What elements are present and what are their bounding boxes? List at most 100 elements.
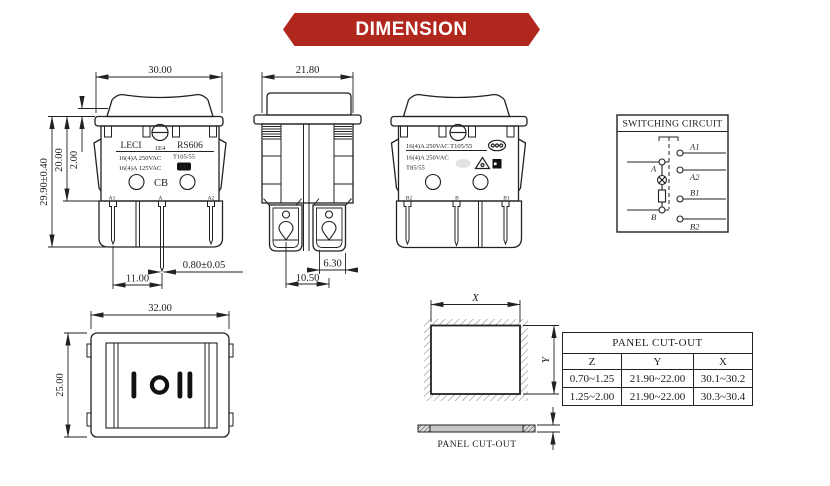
terminal-a1-label: A1 xyxy=(689,142,699,152)
side-view: 21.80 6.30 10.50 xyxy=(253,65,362,288)
pole-a-label: A xyxy=(650,164,657,174)
pole-b xyxy=(627,206,669,214)
back-view: 16(4)A 250VAC T105/55 16(4)A 250VAC T85/… xyxy=(390,93,528,249)
top-dimensions xyxy=(64,311,230,438)
panel-frame-outer xyxy=(90,332,230,438)
screw-head-icon xyxy=(151,123,169,142)
table-header-row: Z Y X xyxy=(563,354,752,370)
code-marking: 1E4 xyxy=(155,145,166,152)
triangle-cert-logo xyxy=(474,156,491,170)
circuit-terminals xyxy=(676,149,726,223)
cutout-x-label: X xyxy=(471,292,480,304)
lower-housing-back xyxy=(395,200,523,249)
svg-text:UL: UL xyxy=(180,165,188,171)
lower-housing xyxy=(98,200,224,248)
dim-bezel-label: 2.00 xyxy=(69,151,80,169)
front-dimensions xyxy=(48,72,243,289)
table-header-x: X xyxy=(719,355,727,368)
dim-height-total-label: 29.90±0.40 xyxy=(39,158,50,206)
table-row: 0.70~1.25 21.90~22.00 30.1~30.2 xyxy=(563,370,752,388)
center-barrier-back xyxy=(478,201,483,248)
cutout-caption: PANEL CUT-OUT xyxy=(437,440,516,450)
switching-circuit: SWITCHING CIRCUIT A1 A2 B1 B2 A xyxy=(616,114,729,233)
panel-frame-inner xyxy=(105,342,218,429)
resistor-icon xyxy=(657,189,667,203)
terminal-label-a: A xyxy=(159,196,163,202)
i-mark xyxy=(131,371,137,399)
snap-wing-left-back xyxy=(390,138,400,192)
terminal-holes xyxy=(278,210,337,241)
table-title: PANEL CUT-OUT xyxy=(563,333,752,354)
front-view: LECI 1E4 RS606 16(4)A 250VAC T105/55 16(… xyxy=(39,65,243,289)
back-rating2-marking: 16(4)A 250VAC xyxy=(406,155,449,162)
table-cell-y2: 21.90~22.00 xyxy=(622,388,694,405)
rating1-marking: 16(4)A 250VAC xyxy=(119,155,162,162)
actuator-link xyxy=(658,136,679,209)
terminal-label-b2: B2 xyxy=(406,196,413,202)
oval-cert-logo xyxy=(487,139,507,152)
terminal-housing-right xyxy=(312,204,347,252)
dim-height-body-label: 20.00 xyxy=(54,148,65,172)
terminal-b1-label: B1 xyxy=(690,188,699,198)
body-side-lines xyxy=(262,124,353,251)
table-cell-x2: 30.3~30.4 xyxy=(700,390,746,403)
dim-top-height-label: 25.00 xyxy=(55,373,66,397)
back-temp-marking: T85/55 xyxy=(406,165,425,172)
rating2-marking: 16(4)A 125VAC xyxy=(119,165,162,172)
cutout-y-label: Y xyxy=(540,355,552,363)
back-rating1-marking: 16(4)A 250VAC T105/55 xyxy=(406,143,472,150)
table-cell-z2: 1.25~2.00 xyxy=(563,388,622,405)
bezel-flange-side xyxy=(253,114,362,125)
banner-label: DIMENSION xyxy=(355,18,468,40)
contact-window-left xyxy=(128,173,145,191)
snap-wing-left xyxy=(93,138,102,192)
panel-side-profile xyxy=(417,424,536,433)
table-row: 1.25~2.00 21.90~22.00 30.3~30.4 xyxy=(563,388,752,405)
terminal-pins-back xyxy=(403,200,510,247)
terminal-housing-left xyxy=(268,204,303,252)
snap-wing-right-back xyxy=(517,138,527,192)
terminal-b2-label: B2 xyxy=(690,222,700,232)
cutout-opening xyxy=(430,324,521,395)
faint-cert-logo xyxy=(455,159,471,168)
circuit-frame xyxy=(616,114,729,233)
temp-marking: T105/55 xyxy=(173,154,195,161)
dim-pin-thickness-label: 0.80±0.05 xyxy=(183,260,226,271)
lamp-icon xyxy=(656,174,668,186)
dim-top-width-label: 32.00 xyxy=(148,303,172,314)
terminal-pins xyxy=(109,200,215,273)
dim-hole-width-label: 6.30 xyxy=(323,259,341,270)
rocker-side xyxy=(266,92,352,116)
dim-width-label: 30.00 xyxy=(148,65,172,76)
contact-window-left-back xyxy=(424,173,442,191)
rocker-actuator xyxy=(106,93,214,118)
dimension-banner: DIMENSION xyxy=(283,13,540,46)
screw-head-back-icon xyxy=(449,123,467,142)
thickness-dimension xyxy=(537,407,560,450)
rocker-legend xyxy=(131,371,193,399)
cb-marking: CB xyxy=(154,178,168,189)
side-dimensions xyxy=(261,72,358,288)
dim-hole-pitch-label: 10.50 xyxy=(296,273,320,284)
housing-inner-walls xyxy=(272,207,343,248)
dim-side-width-label: 21.80 xyxy=(296,65,320,76)
snap-hooks xyxy=(263,198,352,206)
table-header-z: Z xyxy=(563,354,622,369)
model-marking: RS606 xyxy=(177,141,203,151)
square-cert-logo xyxy=(492,159,502,169)
pole-b-label: B xyxy=(651,212,656,222)
table-cell-z1: 0.70~1.25 xyxy=(563,370,622,387)
body-tabs xyxy=(104,125,217,138)
panel-frame-tabs xyxy=(86,343,234,427)
o-mark xyxy=(149,375,170,395)
table-cell-y1: 21.90~22.00 xyxy=(622,370,694,387)
table-header-y: Y xyxy=(622,354,694,369)
terminal-label-b1: B1 xyxy=(503,196,510,202)
snap-wing-right xyxy=(218,138,227,192)
ul-cert-logo: UL xyxy=(177,162,191,171)
top-view: 32.00 25.00 xyxy=(55,303,234,438)
panel-cutout-view: X Y PANEL CUT-OUT xyxy=(417,292,560,450)
brand-marking: LECI xyxy=(120,141,141,151)
